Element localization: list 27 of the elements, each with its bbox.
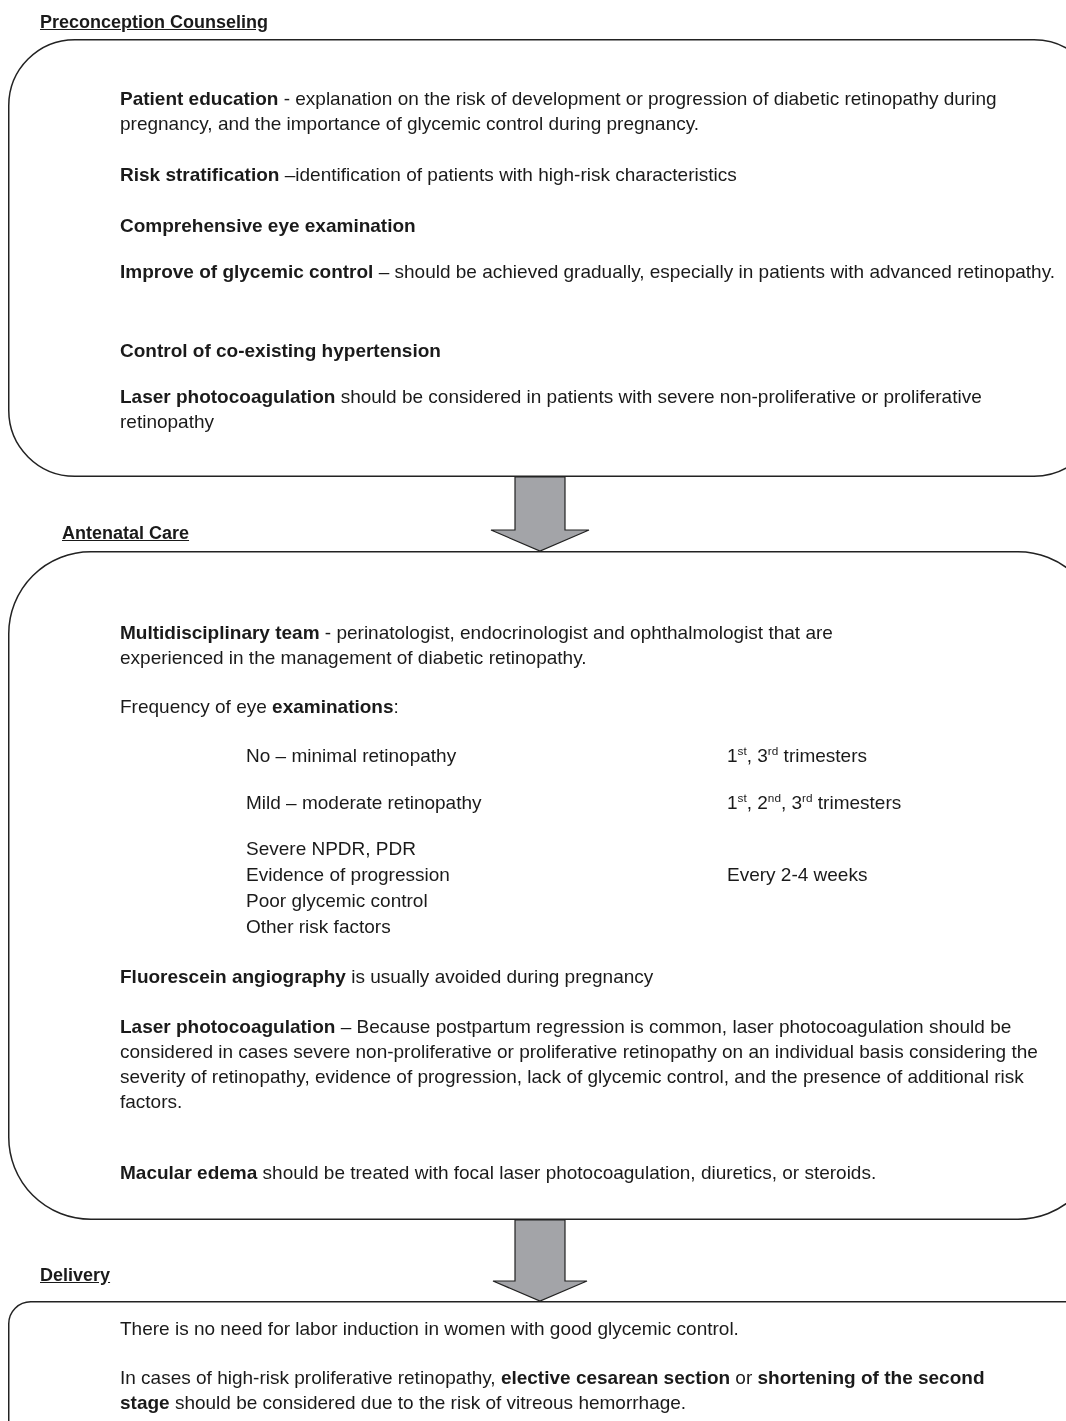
table-text: Poor glycemic control <box>246 889 429 913</box>
section-heading: Preconception Counseling <box>40 11 270 33</box>
table-text: Mild – moderate retinopathy <box>246 791 483 815</box>
paragraph: Fluorescein angiography is usually avoided during pregnancy <box>120 965 655 989</box>
table-text: Evidence of progression <box>246 863 451 887</box>
paragraph: In cases of high-risk proliferative retinopathy, elective cesarean section or shortening of the second stage should be considered due to the risk of vitreous hemorrhage. <box>120 1366 986 1415</box>
block-arrow <box>490 476 590 552</box>
paragraph: Laser photocoagulation should be considered in patients with severe non-proliferative or proliferative retinopathy <box>120 385 983 434</box>
paragraph: Frequency of eye examinations: <box>120 695 400 719</box>
table-text: 1$^{st}$, 3$^{rd}$ trimesters <box>727 743 868 768</box>
table-text: No – minimal retinopathy <box>246 744 458 768</box>
paragraph: Control of co-existing hypertension <box>120 339 442 363</box>
section-heading: Antenatal Care <box>62 522 191 544</box>
paragraph: Risk stratification –identification of patients with high-risk characteristics <box>120 163 738 187</box>
paragraph: Patient education - explanation on the risk of development or progression of diabetic retinopathy during pregnancy, and the importance of glycemic control during pregnancy. <box>120 87 998 136</box>
paragraph: Multidisciplinary team - perinatologist, endocrinologist and ophthalmologist that are experienced in the management of diabetic retinopathy. <box>120 621 834 670</box>
table-text: 1$^{st}$, 2$^{nd}$, 3$^{rd}$ trimesters <box>727 790 903 815</box>
paragraph: Improve of glycemic control – should be achieved gradually, especially in patients with advanced retinopathy. <box>120 260 1057 284</box>
section-heading: Delivery <box>40 1264 112 1286</box>
table-text: Every 2-4 weeks <box>727 863 869 887</box>
block-arrow <box>492 1219 588 1302</box>
paragraph: There is no need for labor induction in women with good glycemic control. <box>120 1317 740 1341</box>
table-text: Severe NPDR, PDR <box>246 837 417 861</box>
table-text: Other risk factors <box>246 915 392 939</box>
paragraph: Macular edema should be treated with focal laser photocoagulation, diuretics, or steroids. <box>120 1161 878 1185</box>
paragraph: Laser photocoagulation – Because postpartum regression is common, laser photocoagulation should be considered in cases severe non-proliferative or proliferative retinopathy on an individual basis considering the severity of retinopathy, evidence of progression, lack of glycemic control, and the presence of additional risk factors. <box>120 1015 1039 1114</box>
paragraph: Comprehensive eye examination <box>120 214 417 238</box>
